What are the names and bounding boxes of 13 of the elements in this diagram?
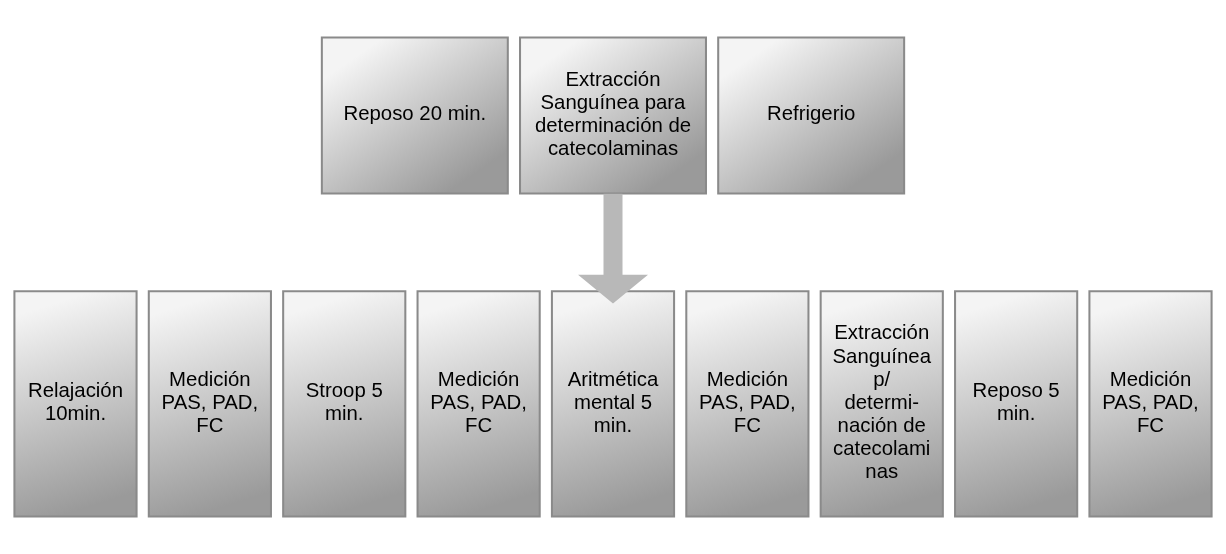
node-box: Reposo 5 min. xyxy=(954,290,1079,518)
node-box: Medición PAS, PAD, FC xyxy=(147,290,272,518)
node-box: Extracción Sanguínea para determinación de catecolaminas xyxy=(519,36,707,195)
node-box: Extracción Sanguínea p/ determi- nación de catecolami nas xyxy=(819,290,944,518)
node-box: Medición PAS, PAD, FC xyxy=(685,290,810,518)
node-box: Medición PAS, PAD, FC xyxy=(1088,290,1213,518)
node-box: Stroop 5 min. xyxy=(282,290,407,518)
node-box: Refrigerio xyxy=(717,36,906,195)
arrow xyxy=(578,193,648,304)
node-box: Aritmética mental 5 min. xyxy=(550,290,676,518)
node-box: Relajación 10min. xyxy=(13,290,138,518)
node-box: Reposo 20 min. xyxy=(320,36,509,195)
node-box: Medición PAS, PAD, FC xyxy=(416,290,541,518)
